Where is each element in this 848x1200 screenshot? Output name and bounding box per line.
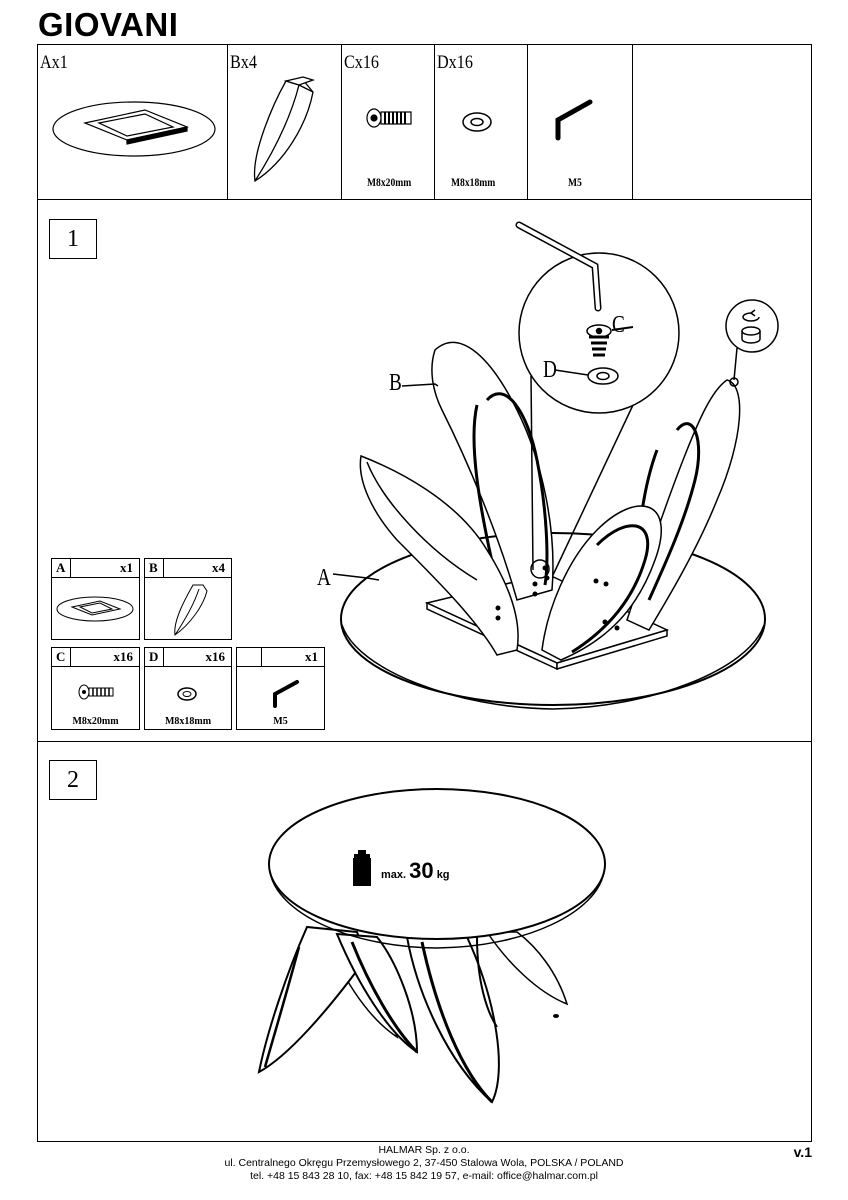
weight-icon [353,850,371,886]
washer-part-icon [462,112,492,132]
hex-key-part-icon [273,680,299,708]
parts-col-divider [227,44,228,200]
summary-part-a: A x1 [51,558,140,640]
summary-letter: B [149,560,158,575]
summary-part-e: x1 M5 [236,647,325,730]
step-divider [37,741,812,742]
callout-a: A [317,565,331,591]
summary-count: x16 [205,649,226,664]
footer-company: HALMAR Sp. z o.o. [378,1144,470,1156]
summary-part-d: D x16 M8x18mm [144,647,232,730]
parts-row-divider [37,199,812,200]
footer-address: ul. Centralnego Okręgu Przemysłowego 2, … [224,1157,624,1169]
summary-size: M5 [273,716,288,727]
part-d-label: Dx16 [437,52,473,73]
leg-part-icon [253,76,316,183]
callout-b: B [389,370,402,396]
part-c-size: M8x20mm [367,175,412,189]
callout-d: D [543,357,557,383]
max-load-label: max. 30 kg [381,858,450,884]
step-1-number: 1 [49,219,97,259]
product-title: GIOVANI [38,6,179,43]
part-b-label: Bx4 [230,52,257,73]
hex-key-part-icon [555,99,593,141]
leg-part-icon [174,584,208,636]
tabletop-part-icon [52,101,216,157]
step-2-illustration [257,788,606,1104]
summary-count: x1 [120,560,133,575]
version-label: v.1 [793,1144,812,1160]
summary-letter: C [56,649,66,664]
callout-c: C [612,312,625,338]
max-load-value: 30 [409,858,434,883]
summary-count: x1 [305,649,318,664]
tabletop-part-icon [56,596,134,622]
footer-contact: tel. +48 15 843 28 10, fax: +48 15 842 1… [250,1170,598,1182]
max-load-unit: kg [436,869,450,881]
instruction-frame [37,44,812,1142]
summary-letter: A [56,560,66,575]
summary-part-c: C x16 M8x20mm [51,647,140,730]
summary-count: x4 [212,560,225,575]
bolt-part-icon [366,108,412,128]
part-c-label: Cx16 [344,52,380,73]
parts-col-divider [341,44,342,200]
summary-size: M8x20mm [72,716,119,727]
washer-part-icon [177,687,197,701]
part-e-size: M5 [568,175,582,189]
step-1-illustration [332,221,779,710]
bolt-part-icon [78,684,114,700]
summary-letter: D [149,649,159,664]
max-load-prefix: max. [381,869,407,881]
parts-col-divider [434,44,435,200]
summary-part-b: B x4 [144,558,232,640]
summary-count: x16 [113,649,134,664]
footer: HALMAR Sp. z o.o. ul. Centralnego Okręgu… [0,1144,848,1183]
parts-col-divider [527,44,528,200]
part-d-size: M8x18mm [451,175,496,189]
part-a-label: Ax1 [40,52,68,73]
step-2-number: 2 [49,760,97,800]
parts-illustrations [52,76,593,183]
summary-size: M8x18mm [164,716,212,727]
parts-col-divider [632,44,633,200]
